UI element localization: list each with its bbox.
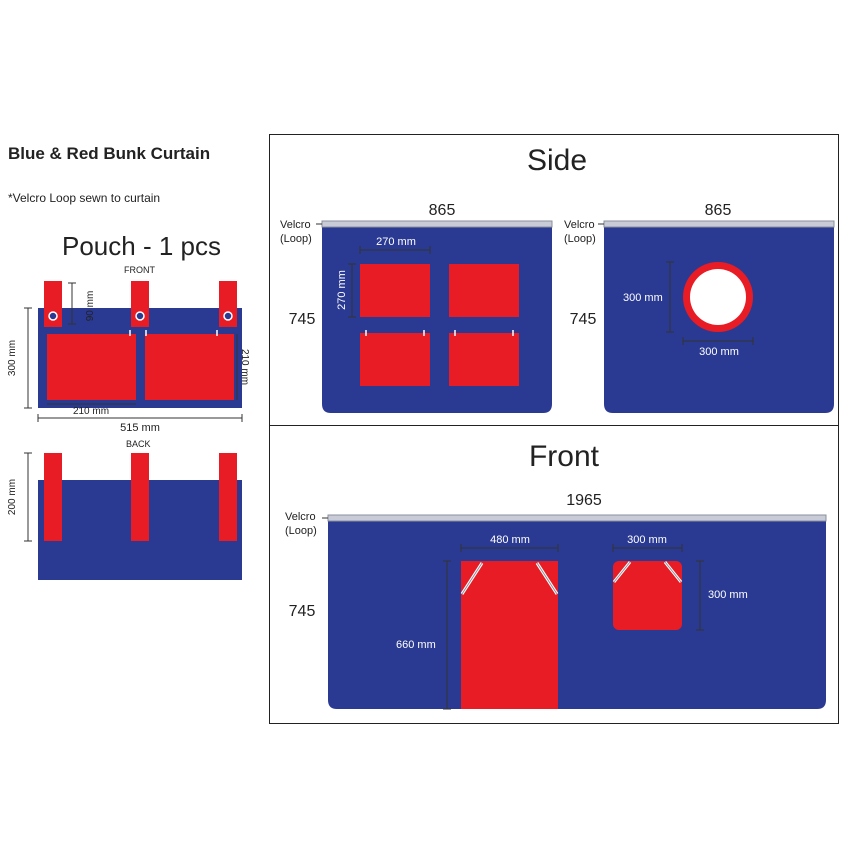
side-right-velcro-strip bbox=[603, 220, 835, 228]
pouch-pocket-left bbox=[47, 334, 136, 400]
side-right-loop-label: (Loop) bbox=[564, 233, 596, 245]
front-fabric bbox=[328, 516, 826, 709]
side-right-window-icon bbox=[690, 269, 746, 325]
pouch-dim-210-vertical: 210 mm bbox=[239, 349, 250, 385]
pouch-dim-210-horizontal: 210 mm bbox=[73, 406, 109, 417]
pouch-front: 90 mm 300 mm 210 mm 210 mm 515 mm bbox=[7, 281, 250, 434]
front-dim-window-w: 300 mm bbox=[627, 534, 667, 546]
side-left-dim-h: 270 mm bbox=[336, 270, 348, 310]
side-panel-left: 865 Velcro (Loop) 745 270 mm 270 mm bbox=[280, 202, 553, 413]
pouch-heading: Pouch - 1 pcs bbox=[62, 231, 221, 261]
side-right-height: 745 bbox=[570, 311, 597, 328]
front-width: 1965 bbox=[566, 492, 602, 509]
side-left-pocket bbox=[449, 333, 519, 386]
velcro-note: *Velcro Loop sewn to curtain bbox=[8, 191, 160, 205]
side-left-velcro-label: Velcro bbox=[280, 219, 311, 231]
front-loop-label: (Loop) bbox=[285, 525, 317, 537]
front-dim-window-h: 300 mm bbox=[708, 589, 748, 601]
side-left-dim-w: 270 mm bbox=[376, 236, 416, 248]
front-dim-door-w: 480 mm bbox=[490, 534, 530, 546]
front-velcro-label: Velcro bbox=[285, 511, 316, 523]
pouch-dim-90: 90 mm bbox=[85, 291, 96, 322]
pouch-snap-icon bbox=[223, 311, 233, 321]
pouch-snap-icon bbox=[135, 311, 145, 321]
side-left-pocket bbox=[449, 264, 519, 317]
pouch-back-strap-right bbox=[219, 453, 237, 541]
pouch-back-strap-left bbox=[44, 453, 62, 541]
front-window bbox=[613, 561, 682, 630]
pouch-pocket-right bbox=[145, 334, 234, 400]
pouch-dim-515: 515 mm bbox=[120, 422, 160, 434]
side-heading: Side bbox=[527, 144, 587, 177]
pouch-back-strap-center bbox=[131, 453, 149, 541]
side-right-width: 865 bbox=[705, 202, 732, 219]
front-door bbox=[461, 561, 558, 709]
side-right-velcro-label: Velcro bbox=[564, 219, 595, 231]
side-left-loop-label: (Loop) bbox=[280, 233, 312, 245]
side-left-velcro-strip bbox=[321, 220, 553, 228]
front-frame bbox=[269, 425, 839, 724]
pouch-front-label: FRONT bbox=[124, 265, 155, 275]
pouch-dim-200: 200 mm bbox=[7, 479, 18, 515]
front-heading: Front bbox=[529, 440, 600, 473]
front-height: 745 bbox=[289, 603, 316, 620]
pouch-snap-icon bbox=[48, 311, 58, 321]
side-panel-right: 865 Velcro (Loop) 745 300 mm 300 mm bbox=[564, 202, 835, 413]
side-left-width: 865 bbox=[429, 202, 456, 219]
side-right-dim-h: 300 mm bbox=[623, 292, 663, 304]
front-panel: 1965 Velcro (Loop) 745 480 mm 660 mm 30 bbox=[285, 492, 827, 710]
side-left-pocket bbox=[360, 333, 430, 386]
front-velcro-strip bbox=[327, 514, 827, 522]
diagram-title: Blue & Red Bunk Curtain bbox=[8, 144, 210, 163]
pouch-back: 200 mm bbox=[7, 452, 242, 580]
pouch-dim-300: 300 mm bbox=[7, 340, 18, 376]
front-dim-door-h: 660 mm bbox=[396, 639, 436, 651]
side-right-dim-w: 300 mm bbox=[699, 346, 739, 358]
pouch-back-label: BACK bbox=[126, 439, 151, 449]
side-left-pocket bbox=[360, 264, 430, 317]
side-left-height: 745 bbox=[289, 311, 316, 328]
